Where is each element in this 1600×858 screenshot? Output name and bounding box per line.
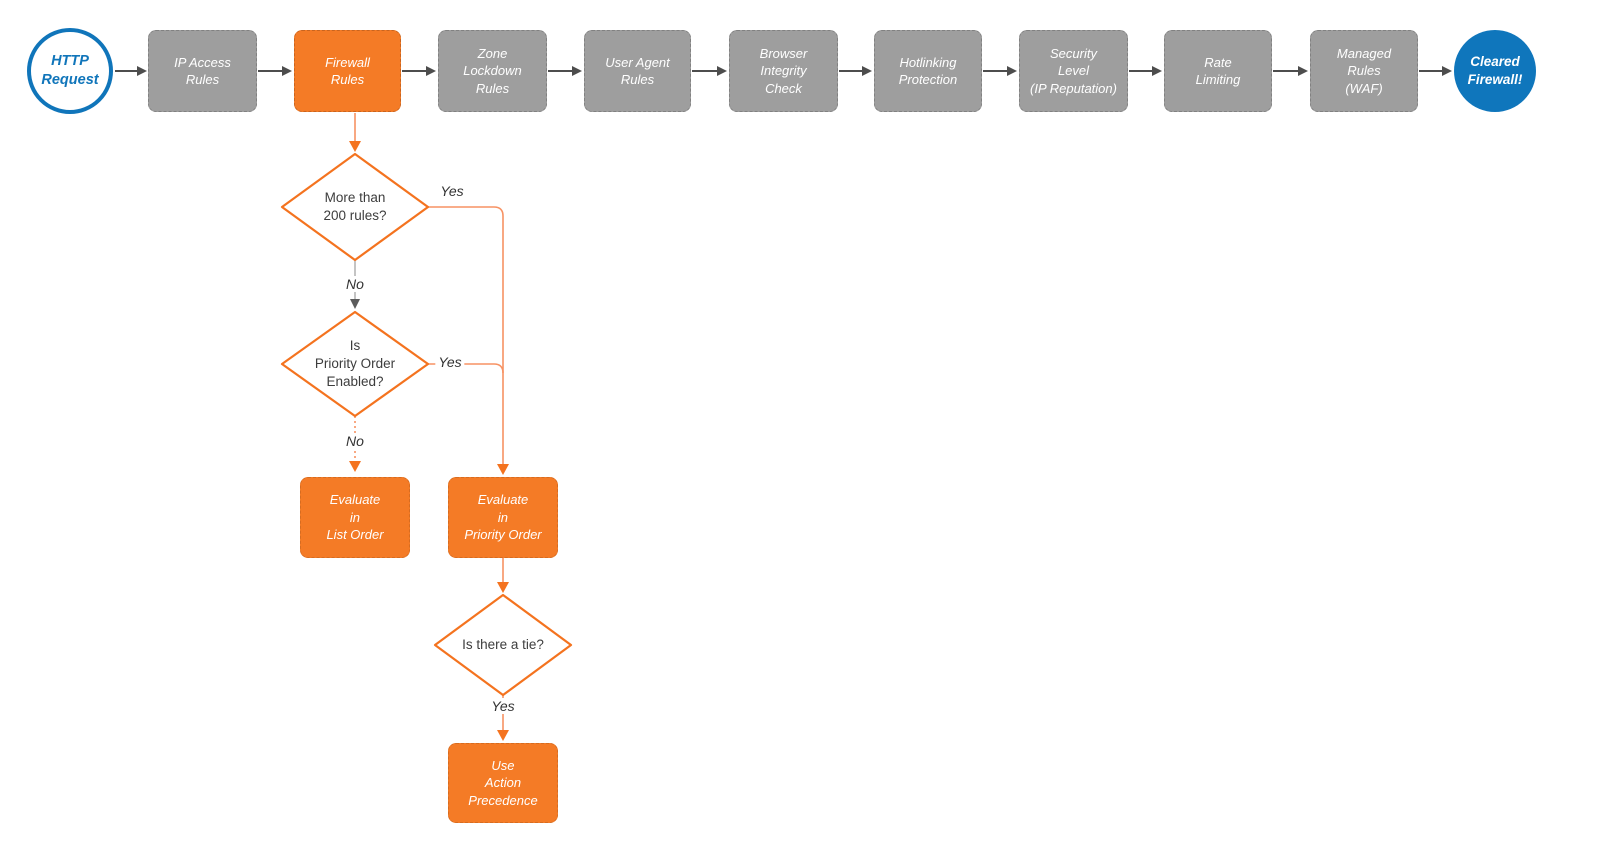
stage-label: User Agent Rules: [605, 54, 670, 88]
decision-label-priority-order-enabled: Is Priority Order Enabled?: [314, 338, 396, 389]
edge-label-d1-no: No: [343, 276, 367, 292]
node-browser-integrity-check: Browser Integrity Check: [729, 30, 838, 112]
process-label: Use Action Precedence: [468, 757, 538, 808]
node-cleared-firewall: Cleared Firewall!: [1454, 30, 1536, 112]
stage-label: Firewall Rules: [325, 54, 370, 88]
stage-label: Zone Lockdown Rules: [463, 45, 522, 96]
process-label: Evaluate in Priority Order: [464, 492, 542, 543]
node-zone-lockdown-rules: Zone Lockdown Rules: [438, 30, 547, 112]
edge-d2-yes: [428, 363, 504, 374]
node-security-level: Security Level (IP Reputation): [1019, 30, 1128, 112]
edge-label-d2-no: No: [343, 433, 367, 449]
decision-more-than-200-rules: [280, 152, 430, 262]
decision-priority-order-enabled: [280, 310, 430, 418]
edge-label-d2-yes: Yes: [435, 354, 465, 370]
top-row-arrows: [115, 66, 1452, 76]
node-firewall-rules: Firewall Rules: [294, 30, 401, 112]
node-user-agent-rules: User Agent Rules: [584, 30, 691, 112]
node-evaluate-in-priority-order: Evaluate in Priority Order: [448, 477, 558, 558]
node-hotlinking-protection: Hotlinking Protection: [874, 30, 982, 112]
decision-is-there-a-tie: [433, 593, 573, 697]
node-rate-limiting: Rate Limiting: [1164, 30, 1272, 112]
stage-label: Managed Rules (WAF): [1336, 45, 1392, 96]
node-http-request: HTTP Request: [27, 28, 113, 114]
edge-d1-yes: [428, 206, 504, 464]
node-managed-rules-waf: Managed Rules (WAF): [1310, 30, 1418, 112]
end-node-label: Cleared Firewall!: [1467, 54, 1523, 87]
stage-label: Security Level (IP Reputation): [1030, 45, 1117, 96]
start-node-label: HTTP Request: [41, 53, 99, 88]
node-use-action-precedence: Use Action Precedence: [448, 743, 558, 823]
edge-label-d3-yes: Yes: [488, 698, 518, 714]
stage-label: Rate Limiting: [1195, 54, 1241, 88]
stage-label: IP Access Rules: [174, 54, 231, 88]
decision-label-more-than-200-rules: More than 200 rules?: [323, 190, 387, 223]
node-ip-access-rules: IP Access Rules: [148, 30, 257, 112]
stage-label: Hotlinking Protection: [898, 54, 958, 88]
node-evaluate-in-list-order: Evaluate in List Order: [300, 477, 410, 558]
process-label: Evaluate in List Order: [326, 492, 384, 543]
stage-label: Browser Integrity Check: [759, 45, 808, 96]
edge-label-d1-yes: Yes: [437, 183, 467, 199]
decision-label-is-there-a-tie: Is there a tie?: [462, 637, 544, 652]
